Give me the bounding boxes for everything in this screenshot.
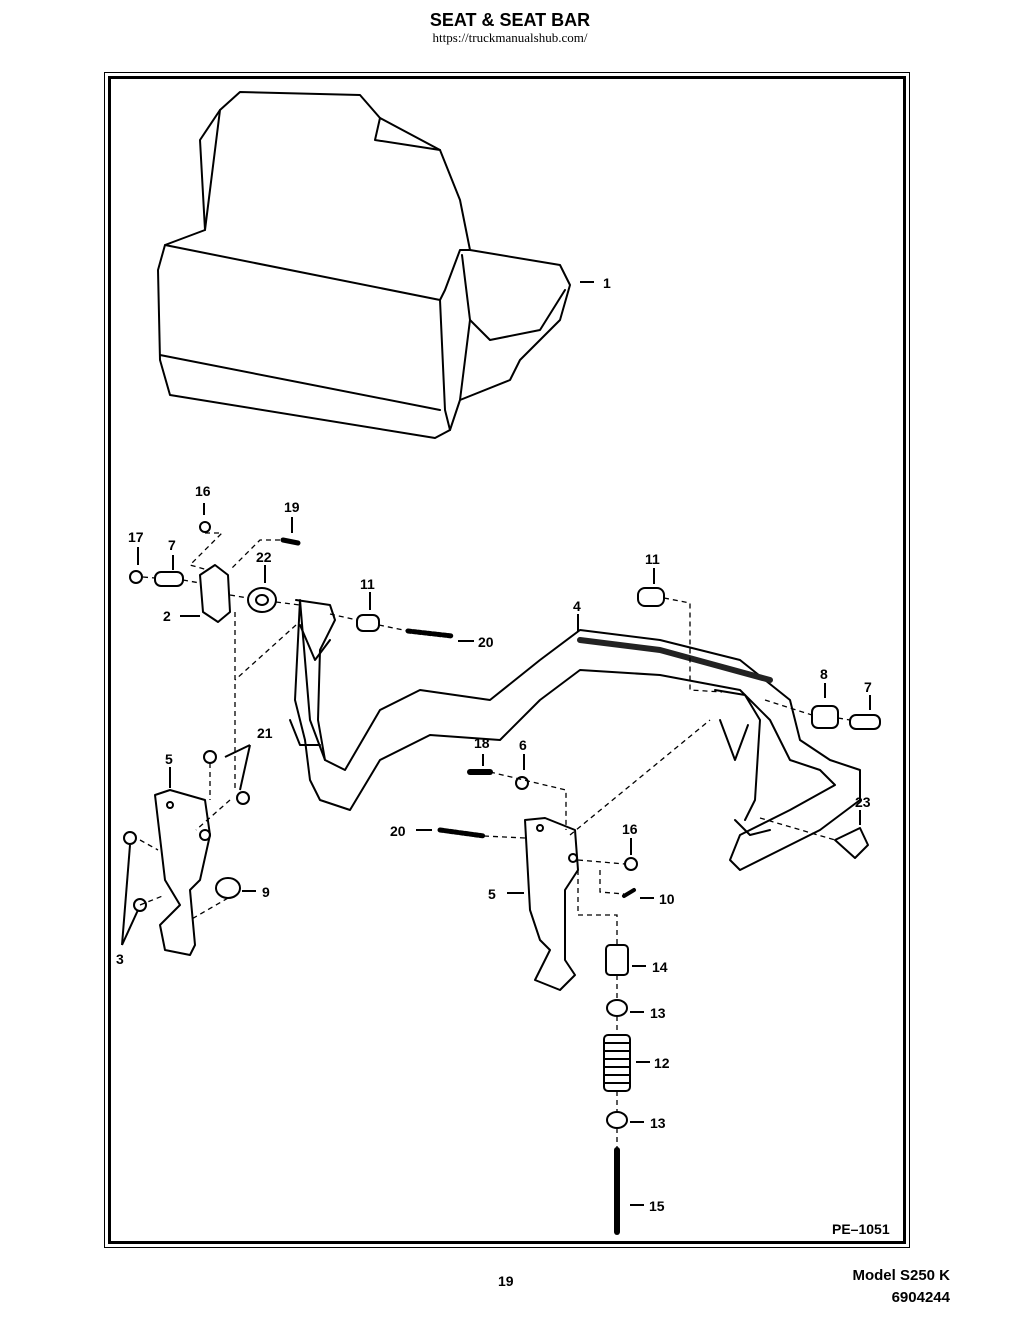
callout-20-lower: 20 xyxy=(390,823,406,839)
seat-part xyxy=(157,91,571,439)
callout-9: 9 xyxy=(262,884,270,900)
callout-1: 1 xyxy=(603,275,611,291)
seat-bar-part xyxy=(289,599,861,871)
callout-20-top: 20 xyxy=(478,634,494,650)
diagram-frame-outer xyxy=(104,72,910,1248)
leader-lines xyxy=(121,281,871,1206)
callout-22: 22 xyxy=(256,549,272,565)
part-13-upper-washer xyxy=(606,999,628,1017)
part-16-lower-nut xyxy=(624,857,638,871)
part-23-cap xyxy=(834,827,869,859)
callout-21: 21 xyxy=(257,725,273,741)
part-9-plug xyxy=(215,877,241,899)
callout-2: 2 xyxy=(163,608,171,624)
part-16-top-nut xyxy=(199,521,211,533)
callout-5-left: 5 xyxy=(165,751,173,767)
callout-19: 19 xyxy=(284,499,300,515)
part-21-bolts xyxy=(203,750,250,805)
part-12-spring xyxy=(603,1034,631,1092)
part-19-bolt xyxy=(280,537,301,546)
alignment-lines xyxy=(139,532,851,1150)
part-11-right-sleeve xyxy=(637,587,665,607)
callout-23: 23 xyxy=(855,794,871,810)
callout-15: 15 xyxy=(649,1198,665,1214)
callout-16-top: 16 xyxy=(195,483,211,499)
part-11-left-sleeve xyxy=(356,614,380,632)
callout-12: 12 xyxy=(654,1055,670,1071)
part-17-nut xyxy=(129,570,143,584)
part-20-top-bolt xyxy=(405,628,455,639)
part-8-bushing xyxy=(811,705,839,729)
callout-7-right: 7 xyxy=(864,679,872,695)
page-number: 19 xyxy=(498,1273,514,1289)
callout-14: 14 xyxy=(652,959,668,975)
callout-11-right: 11 xyxy=(645,551,660,567)
callout-5-right: 5 xyxy=(488,886,496,902)
callout-18: 18 xyxy=(474,735,490,751)
callout-13-lower: 13 xyxy=(650,1115,666,1131)
callout-11-left: 11 xyxy=(360,576,375,592)
right-bracket-part xyxy=(524,817,579,991)
part-22-bushing xyxy=(247,587,277,613)
callout-6: 6 xyxy=(519,737,527,753)
part-7-left-pin xyxy=(154,571,184,587)
callout-7-left: 7 xyxy=(168,537,176,553)
model-name: Model S250 K xyxy=(852,1267,950,1284)
part-6-nut xyxy=(515,776,529,790)
model-info: Model S250 K 6904244 xyxy=(852,1265,950,1309)
callout-17: 17 xyxy=(128,529,144,545)
diagram-code: PE–1051 xyxy=(832,1221,890,1237)
callout-10: 10 xyxy=(659,891,675,907)
callout-3: 3 xyxy=(116,951,124,967)
page-title: SEAT & SEAT BAR xyxy=(429,10,591,30)
part-13-lower-washer xyxy=(606,1111,628,1129)
callout-13-upper: 13 xyxy=(650,1005,666,1021)
part-20-lower-bolt xyxy=(437,827,487,839)
model-serial: 6904244 xyxy=(891,1289,950,1306)
part-7-right-pin xyxy=(849,714,881,730)
source-url[interactable]: https://truckmanualshub.com/ xyxy=(432,30,588,45)
part-14-clevis xyxy=(605,944,629,976)
left-bracket-part xyxy=(154,789,211,956)
callout-8: 8 xyxy=(820,666,828,682)
diagram-frame-inner xyxy=(108,76,906,1244)
callout-4: 4 xyxy=(573,598,581,614)
part-10-clip xyxy=(622,888,636,898)
part-2-block xyxy=(199,564,231,623)
callout-16-lower: 16 xyxy=(622,821,638,837)
